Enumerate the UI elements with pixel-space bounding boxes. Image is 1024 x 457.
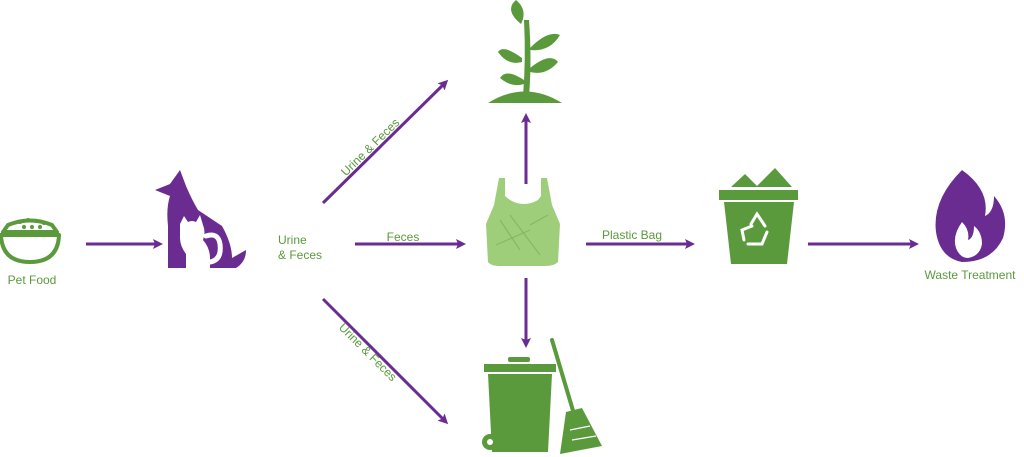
arrow-to-garbage — [321, 297, 449, 425]
arrow-to-plant — [321, 79, 449, 205]
waste-treatment-label: Waste Treatment — [925, 268, 1017, 282]
trash-bin-broom-icon — [482, 338, 602, 454]
urine-feces-line1: Urine — [278, 233, 307, 247]
edge-label-to-garbage: Urine & Feces — [336, 320, 400, 384]
fire-flame-icon — [935, 170, 1006, 262]
dog-cat-silhouette-icon — [155, 170, 246, 268]
edge-label-to-recycle: Plastic Bag — [602, 228, 662, 242]
pet-food-bowl-icon — [0, 218, 61, 264]
edge-label-to-bag: Feces — [387, 230, 420, 244]
urine-feces-label: Urine & Feces — [278, 233, 322, 262]
edge-label-to-plant: Urine & Feces — [338, 116, 402, 179]
pet-food-label: Pet Food — [8, 273, 57, 287]
plant-sprout-icon — [488, 0, 562, 103]
plastic-bag-icon — [486, 178, 560, 266]
urine-feces-line2: & Feces — [278, 248, 322, 262]
recycle-bin-icon — [719, 168, 798, 264]
